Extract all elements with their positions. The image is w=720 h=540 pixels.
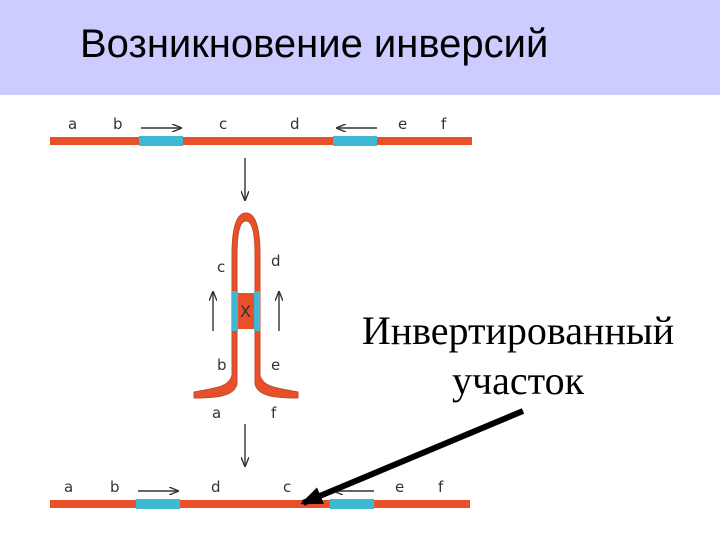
loop-label-a: a	[212, 404, 221, 422]
loop-label-f: f	[271, 404, 277, 422]
loop-segment-right	[254, 291, 260, 331]
top-chromosome-bar	[50, 137, 472, 145]
bottom-label-e: e	[395, 478, 404, 496]
slide-title: Возникновение инверсий	[80, 22, 549, 66]
top-chromosome: a b c d e f	[50, 115, 472, 146]
bottom-segment-right	[330, 499, 374, 509]
top-label-c: c	[219, 115, 227, 133]
bottom-label-c: c	[283, 478, 291, 496]
loop-label-b: b	[217, 356, 227, 374]
inverted-segment-caption: Инвертированный участок	[318, 306, 718, 406]
top-segment-left	[139, 136, 183, 146]
loop-label-e: e	[271, 356, 280, 374]
bottom-label-b: b	[110, 478, 120, 496]
loop-segment-left	[232, 291, 238, 331]
top-label-a: a	[68, 115, 77, 133]
bottom-chromosome: a b d c e f	[50, 478, 470, 509]
bottom-chromosome-bar	[50, 500, 470, 508]
top-label-d: d	[290, 115, 300, 133]
top-label-e: e	[398, 115, 407, 133]
pointer-arrow	[300, 408, 525, 506]
caption-line-1: Инвертированный	[361, 308, 675, 353]
bottom-label-a: a	[64, 478, 73, 496]
top-segment-right	[333, 136, 377, 146]
loop-label-c: c	[217, 258, 225, 276]
loop-label-d: d	[271, 252, 281, 270]
loop-chromosome-outline	[193, 212, 299, 399]
top-label-b: b	[113, 115, 123, 133]
bottom-label-f: f	[438, 478, 444, 496]
loop-segment-middle	[238, 293, 254, 329]
caption-line-2: участок	[451, 358, 584, 403]
title-bar: Возникновение инверсий	[0, 0, 720, 95]
bottom-segment-left	[136, 499, 180, 509]
loop-crossover-mark: X	[240, 302, 251, 321]
top-label-f: f	[441, 115, 447, 133]
bottom-label-d: d	[211, 478, 221, 496]
inversion-loop: X c d b e a f	[193, 212, 299, 422]
